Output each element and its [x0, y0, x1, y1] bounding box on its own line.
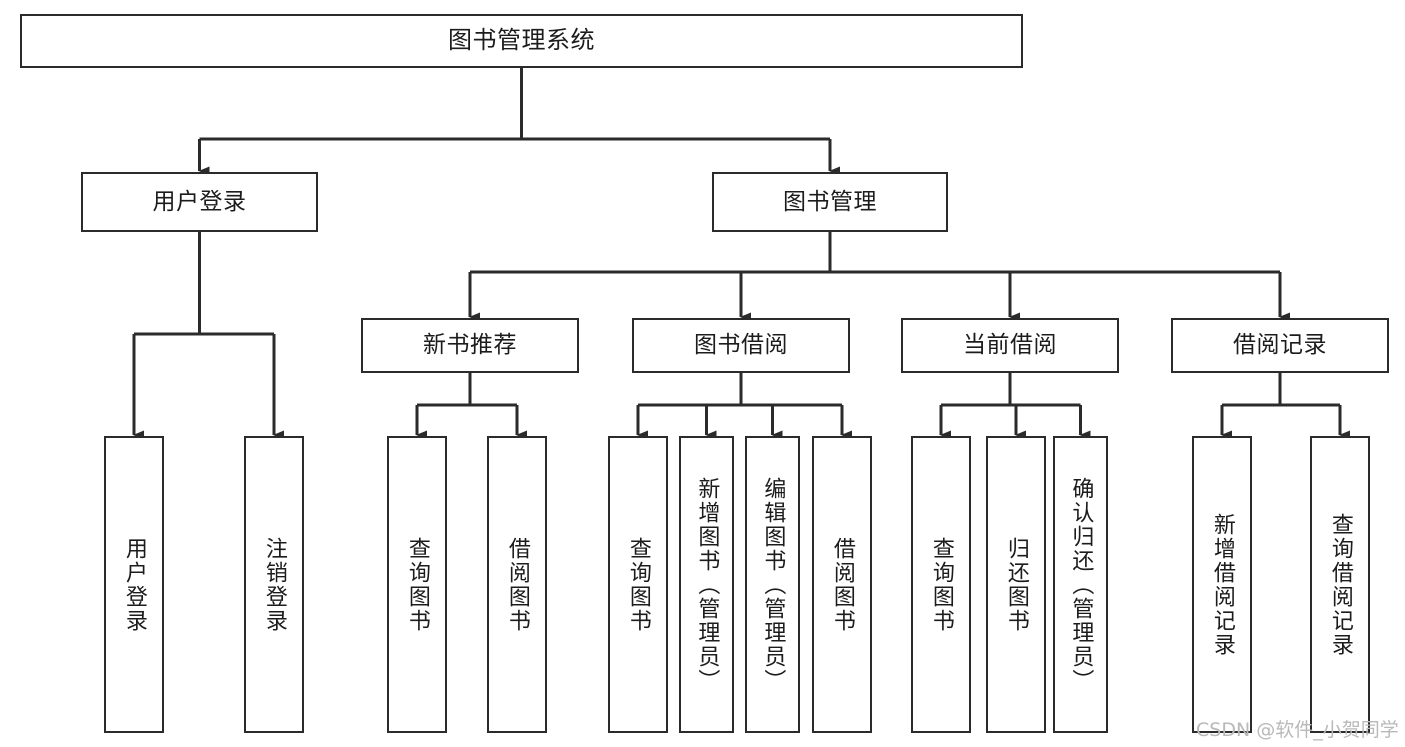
node-borrow-record[interactable]: 借阅记录 — [1171, 318, 1389, 373]
node-label-book-borrow: 图书借阅 — [694, 332, 788, 359]
node-leaf-query-book-current[interactable]: 查询图书 — [911, 436, 971, 733]
node-leaf-add-borrow-record[interactable]: 新增借阅记录 — [1192, 436, 1252, 733]
node-label-leaf-query-borrow-record: 查询借阅记录 — [1327, 512, 1353, 657]
node-label-leaf-query-book-current: 查询图书 — [928, 536, 954, 633]
node-leaf-confirm-return-admin[interactable]: 确认归还（管理员） — [1053, 436, 1108, 733]
node-label-leaf-add-borrow-record: 新增借阅记录 — [1209, 512, 1235, 657]
node-label-leaf-borrow-book: 借阅图书 — [829, 536, 855, 633]
node-current-borrow[interactable]: 当前借阅 — [901, 318, 1119, 373]
node-book-manage[interactable]: 图书管理 — [712, 172, 948, 232]
node-label-user-login: 用户登录 — [152, 188, 247, 215]
node-label-current-borrow: 当前借阅 — [963, 332, 1057, 359]
node-book-borrow[interactable]: 图书借阅 — [632, 318, 850, 373]
node-label-root: 图书管理系统 — [448, 26, 595, 55]
node-label-leaf-query-book-borrow: 查询图书 — [625, 536, 651, 633]
node-leaf-logout[interactable]: 注销登录 — [244, 436, 304, 733]
node-label-borrow-record: 借阅记录 — [1233, 332, 1327, 359]
node-leaf-user-login[interactable]: 用户登录 — [104, 436, 164, 733]
node-label-leaf-confirm-return-admin: 确认归还（管理员） — [1068, 476, 1094, 693]
node-label-leaf-edit-book-admin: 编辑图书（管理员） — [760, 476, 786, 693]
node-leaf-borrow-book[interactable]: 借阅图书 — [812, 436, 872, 733]
node-leaf-query-book-rec[interactable]: 查询图书 — [387, 436, 447, 733]
node-label-new-book-recommend: 新书推荐 — [423, 332, 517, 359]
node-leaf-query-borrow-record[interactable]: 查询借阅记录 — [1310, 436, 1370, 733]
node-leaf-add-book-admin[interactable]: 新增图书（管理员） — [679, 436, 734, 733]
node-leaf-query-book-borrow[interactable]: 查询图书 — [608, 436, 668, 733]
connector-lines — [132, 68, 1350, 440]
node-label-leaf-query-book-rec: 查询图书 — [404, 536, 430, 633]
node-label-leaf-user-login: 用户登录 — [121, 536, 147, 633]
node-label-leaf-add-book-admin: 新增图书（管理员） — [694, 476, 720, 693]
node-label-leaf-logout: 注销登录 — [261, 536, 287, 633]
node-label-book-manage: 图书管理 — [783, 188, 877, 215]
node-label-leaf-borrow-book-rec: 借阅图书 — [504, 536, 530, 633]
node-leaf-borrow-book-rec[interactable]: 借阅图书 — [487, 436, 547, 733]
node-leaf-edit-book-admin[interactable]: 编辑图书（管理员） — [745, 436, 800, 733]
node-user-login[interactable]: 用户登录 — [81, 172, 318, 232]
node-label-leaf-return-book: 归还图书 — [1003, 536, 1029, 633]
node-root[interactable]: 图书管理系统 — [20, 14, 1023, 68]
node-leaf-return-book[interactable]: 归还图书 — [986, 436, 1046, 733]
node-new-book-recommend[interactable]: 新书推荐 — [361, 318, 579, 373]
